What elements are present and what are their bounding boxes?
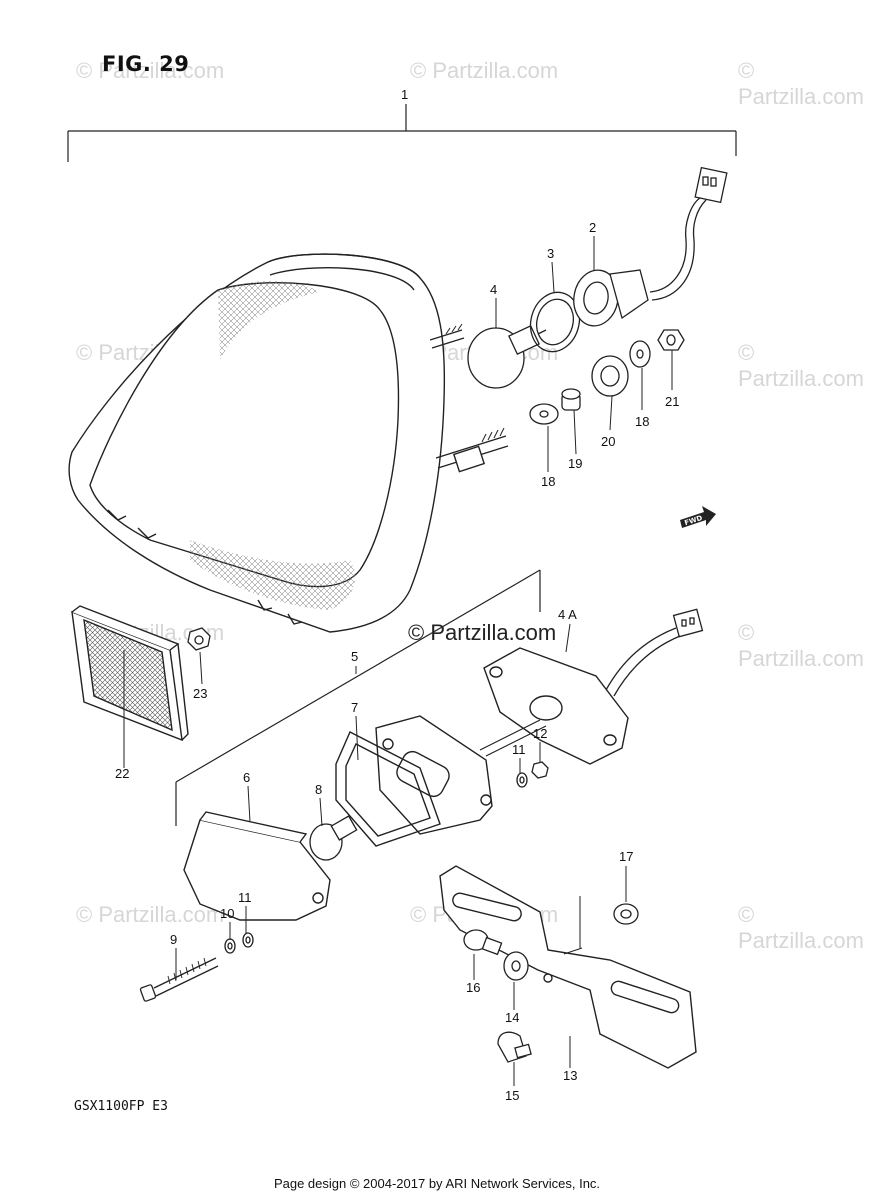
callout-23: 23 [193, 686, 207, 701]
callout-11a: 11 [238, 890, 252, 905]
gasket-7 [335, 731, 441, 847]
callout-19: 19 [568, 456, 582, 471]
footer-copyright: Page design © 2004-2017 by ARI Network S… [273, 1176, 601, 1191]
callout-2: 2 [589, 220, 596, 235]
wire-connector [649, 166, 728, 301]
callout-16: 16 [466, 980, 480, 995]
washer-14 [503, 951, 529, 981]
nut-21 [657, 329, 685, 351]
leader-lines [123, 236, 673, 1086]
watermark: © Partzilla.com [738, 340, 864, 391]
model-label: GSX1100FP E3 [74, 1099, 168, 1114]
callout-12: 12 [533, 726, 547, 741]
callout-4: 4 [490, 282, 497, 297]
socket-2 [573, 269, 649, 327]
assembly-bracket-1 [67, 104, 737, 162]
watermark: © Partzilla.com [410, 58, 559, 83]
callout-21: 21 [665, 394, 679, 409]
lens-6 [183, 811, 331, 921]
lamp-wire [479, 719, 547, 757]
callout-10: 10 [220, 906, 234, 921]
gasket-3 [529, 291, 581, 353]
fwd-label: FWD [683, 514, 703, 527]
bulb-4 [467, 325, 547, 389]
license-lamp-base-4a [483, 647, 629, 765]
callout-15: 15 [505, 1088, 519, 1103]
callout-4a: 4 A [558, 607, 577, 622]
watermark: © Partzilla.com [738, 620, 864, 671]
nut-12 [531, 761, 549, 779]
callout-5: 5 [351, 649, 358, 664]
callout-1: 1 [401, 87, 408, 102]
callout-20: 20 [601, 434, 615, 449]
callout-14: 14 [505, 1010, 519, 1025]
watermark: © Partzilla.com [76, 58, 225, 83]
callout-18b: 18 [635, 414, 649, 429]
washer-18a [529, 403, 559, 425]
tail-lamp-housing [68, 253, 509, 633]
watermark: © Partzilla.com [738, 902, 864, 953]
collar-19 [561, 388, 581, 411]
screw-9 [139, 957, 219, 1002]
callout-18a: 18 [541, 474, 555, 489]
lamp-frame-7 [375, 715, 493, 835]
watermark: © Partzilla.com [76, 902, 225, 927]
callout-11b: 11 [512, 742, 526, 757]
washer-10 [224, 938, 236, 954]
callout-6: 6 [243, 770, 250, 785]
wire-connector-4a [605, 608, 704, 697]
bolt-16 [463, 929, 503, 956]
watermark: © Partzilla.com [738, 58, 864, 109]
washer-18b [629, 340, 651, 368]
figure-title: FIG. 29 [102, 52, 190, 76]
washer-11a [242, 932, 254, 948]
callout-22: 22 [115, 766, 129, 781]
fwd-arrow-icon: FWD [680, 506, 716, 528]
license-bracket-13 [439, 865, 697, 1069]
grommet-20 [591, 355, 629, 397]
callout-3: 3 [547, 246, 554, 261]
assembly-bracket-5 [175, 569, 541, 826]
nut-23 [187, 627, 211, 651]
bulb-8 [309, 815, 358, 861]
callout-13: 13 [563, 1068, 577, 1083]
reflector-22 [71, 605, 189, 742]
callout-labels: 1 2 3 4 4 A 5 6 7 8 9 10 11 11 12 13 14 … [115, 87, 679, 1103]
washer-11b [516, 772, 528, 788]
callout-8: 8 [315, 782, 322, 797]
grommet-17 [613, 903, 639, 925]
callout-17: 17 [619, 849, 633, 864]
callout-7: 7 [351, 700, 358, 715]
cap-15 [497, 1031, 532, 1063]
callout-9: 9 [170, 932, 177, 947]
